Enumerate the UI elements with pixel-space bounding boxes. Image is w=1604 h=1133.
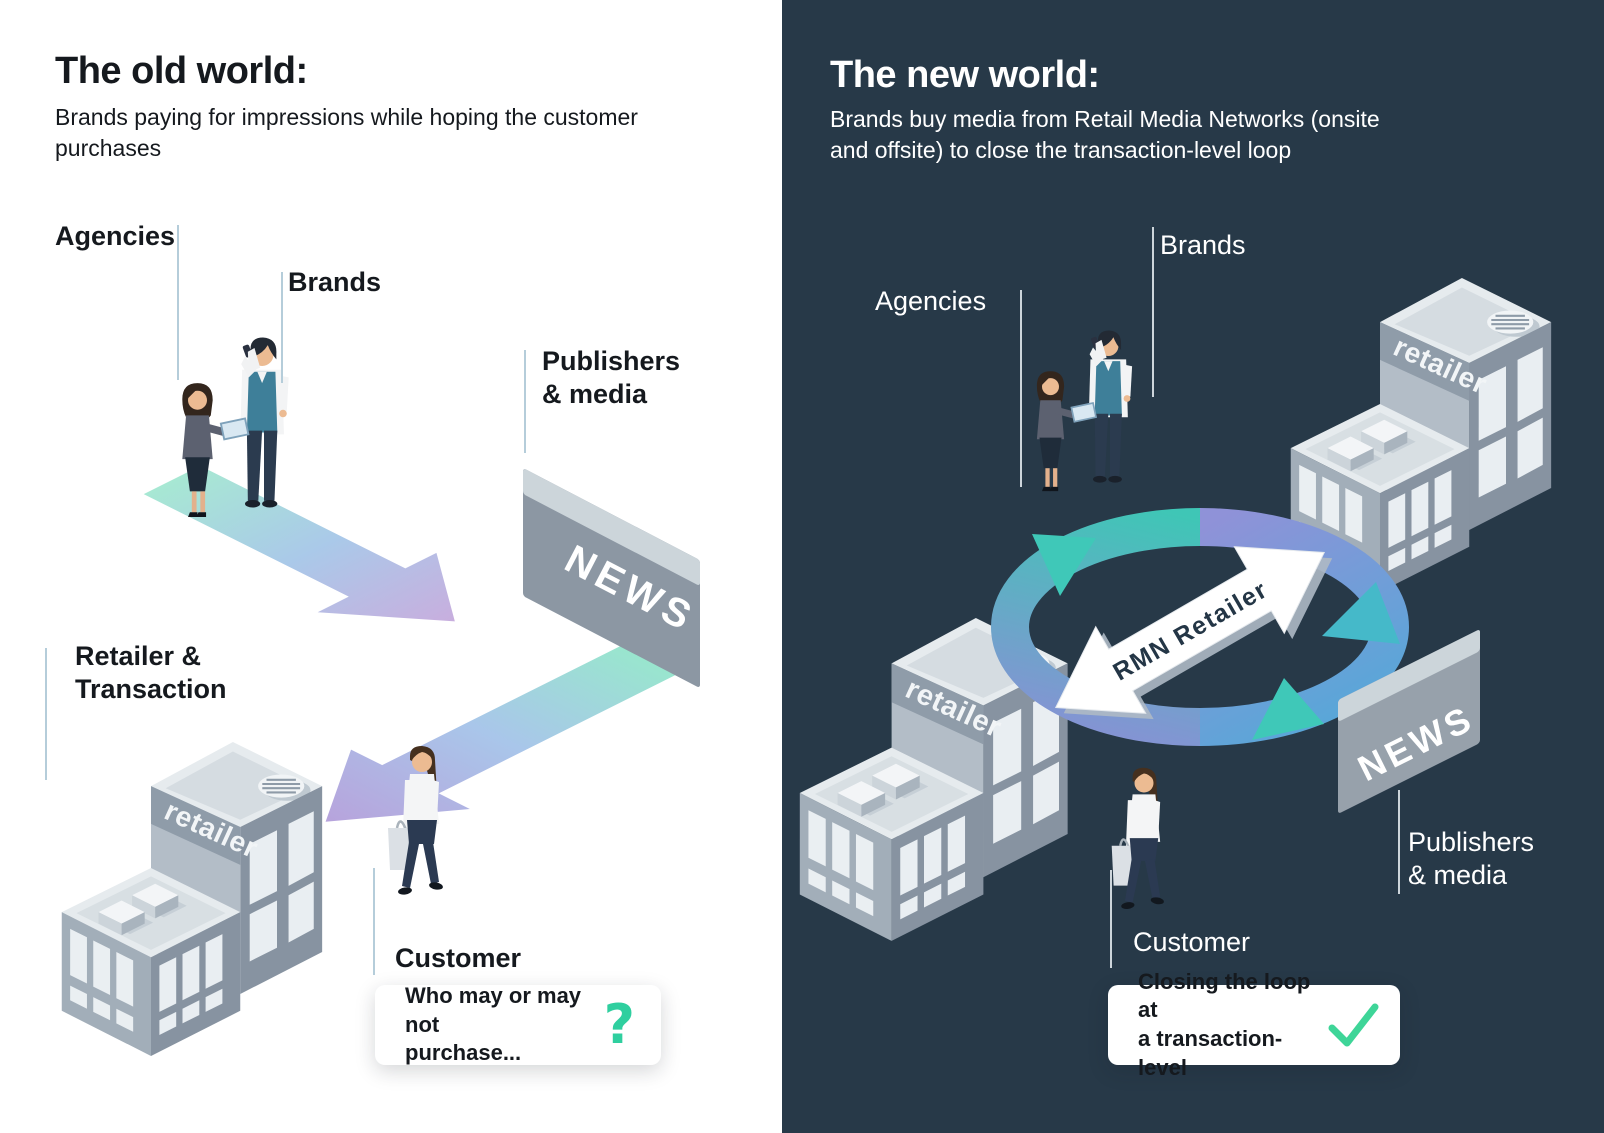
customer-line-right <box>1110 870 1112 968</box>
impressions-arrow-1 <box>143 465 455 622</box>
old-world-title: The old world: <box>55 50 308 92</box>
label-brands: Brands <box>288 267 382 297</box>
news-sign-right: NEWS <box>1338 630 1480 813</box>
old-world-subtitle: Brands paying for impressions while hopi… <box>55 104 638 161</box>
label-publishers-media: Publishers & media <box>542 346 681 409</box>
old-world-retailer-building <box>60 740 324 1057</box>
label-agencies-right: Agencies <box>875 286 987 316</box>
checkmark-icon <box>1326 1002 1400 1048</box>
label-agencies: Agencies <box>55 221 176 251</box>
loop-arrowhead-bottom <box>1252 678 1324 740</box>
customer-line <box>373 868 375 975</box>
label-retailer-transaction: Retailer & Transaction <box>75 641 227 704</box>
new-world-people <box>1036 329 1133 492</box>
closing-loop-callout-text: Closing the loop at a transaction-level <box>1138 968 1311 1080</box>
publishers-line <box>524 350 526 453</box>
new-world-title: The new world: <box>830 54 1100 96</box>
agencies-line <box>177 225 179 380</box>
loop-arrowhead-top-left <box>1032 534 1096 596</box>
news-sign: NEWS <box>523 469 702 687</box>
old-world-illustration: retailer <box>60 336 702 1057</box>
brands-line <box>281 272 283 383</box>
publishers-line-right <box>1398 790 1400 894</box>
label-publishers-media-right: Publishers & media <box>1408 827 1535 890</box>
question-mark-icon: ? <box>603 993 635 1056</box>
brands-line-right <box>1152 227 1154 397</box>
new-world-illustration: RMN Retailer NEWS <box>798 276 1553 942</box>
old-world-panel: retailer <box>0 0 782 1133</box>
label-brands-right: Brands <box>1160 230 1246 260</box>
label-customer: Customer <box>395 943 522 973</box>
closing-loop-callout: Closing the loop at a transaction-level <box>1108 969 1400 1080</box>
new-world-subtitle: Brands buy media from Retail Media Netwo… <box>830 106 1380 163</box>
new-world-customer <box>1110 766 1166 911</box>
label-customer-right: Customer <box>1133 927 1251 957</box>
agencies-line-right <box>1020 290 1022 487</box>
loop-arrowhead-right <box>1322 582 1400 644</box>
retailer-line <box>45 648 47 780</box>
question-callout: Who may or may not purchase... ? <box>375 983 661 1066</box>
question-callout-text: Who may or may not purchase... <box>405 983 582 1066</box>
new-world-panel: RMN Retailer NEWS The new world: Brands … <box>782 0 1604 1133</box>
